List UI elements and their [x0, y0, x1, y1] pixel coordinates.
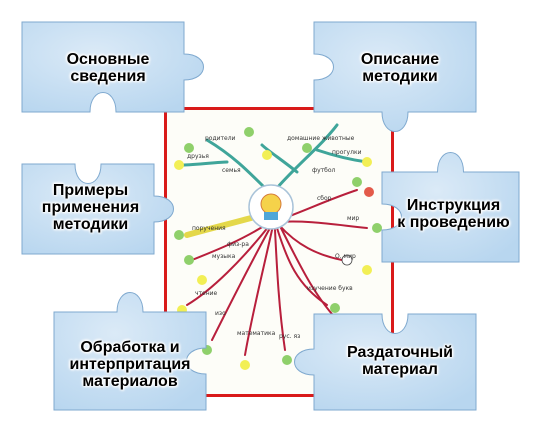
word-football: футбол	[312, 167, 336, 174]
word-pets: домашние животные	[287, 135, 355, 142]
child-face-icon	[260, 193, 282, 215]
puzzle-piece-method-description[interactable]: Описание методики	[300, 8, 490, 132]
puzzle-piece-processing[interactable]: Обработка и интерпритация материалов	[40, 292, 220, 424]
word-math: математика	[237, 330, 276, 337]
puzzle-piece-shape	[381, 152, 520, 263]
mind-map-drawing: друзья семья родители домашние животные …	[174, 123, 382, 370]
word-world: О. мир	[335, 253, 356, 260]
family-branches	[180, 123, 369, 192]
puzzle-piece-shape	[21, 21, 204, 113]
puzzle-piece-shape	[21, 163, 174, 255]
word-music: музыка	[212, 253, 236, 260]
puzzle-piece-basic-info[interactable]: Основные сведения	[8, 8, 204, 126]
word-parents: родители	[205, 135, 236, 142]
word-letters: изучение букв	[307, 285, 353, 292]
word-peace: мир	[347, 215, 359, 222]
handwritten-labels: друзья семья родители домашние животные …	[187, 135, 362, 340]
puzzle-piece-application-examples[interactable]: Примеры применения методики	[8, 150, 174, 268]
word-russian: рус. яз	[279, 333, 300, 340]
word-art: изо	[215, 310, 226, 317]
puzzle-piece-handout[interactable]: Раздаточный материал	[294, 300, 490, 424]
puzzle-piece-shape	[294, 313, 477, 411]
word-chores: поручения	[192, 225, 226, 232]
puzzle-piece-instructions[interactable]: Инструкция к проведению	[368, 152, 533, 276]
word-gathering: сбор	[317, 195, 332, 202]
word-reading: чтение	[195, 290, 218, 297]
puzzle-piece-shape	[313, 21, 477, 132]
word-family: семья	[222, 167, 241, 174]
word-pe: физ-ра	[227, 241, 249, 248]
word-friends: друзья	[187, 153, 209, 160]
word-walks: прогулки	[332, 149, 362, 156]
puzzle-piece-shape	[53, 292, 207, 411]
child-body-icon	[264, 212, 278, 220]
